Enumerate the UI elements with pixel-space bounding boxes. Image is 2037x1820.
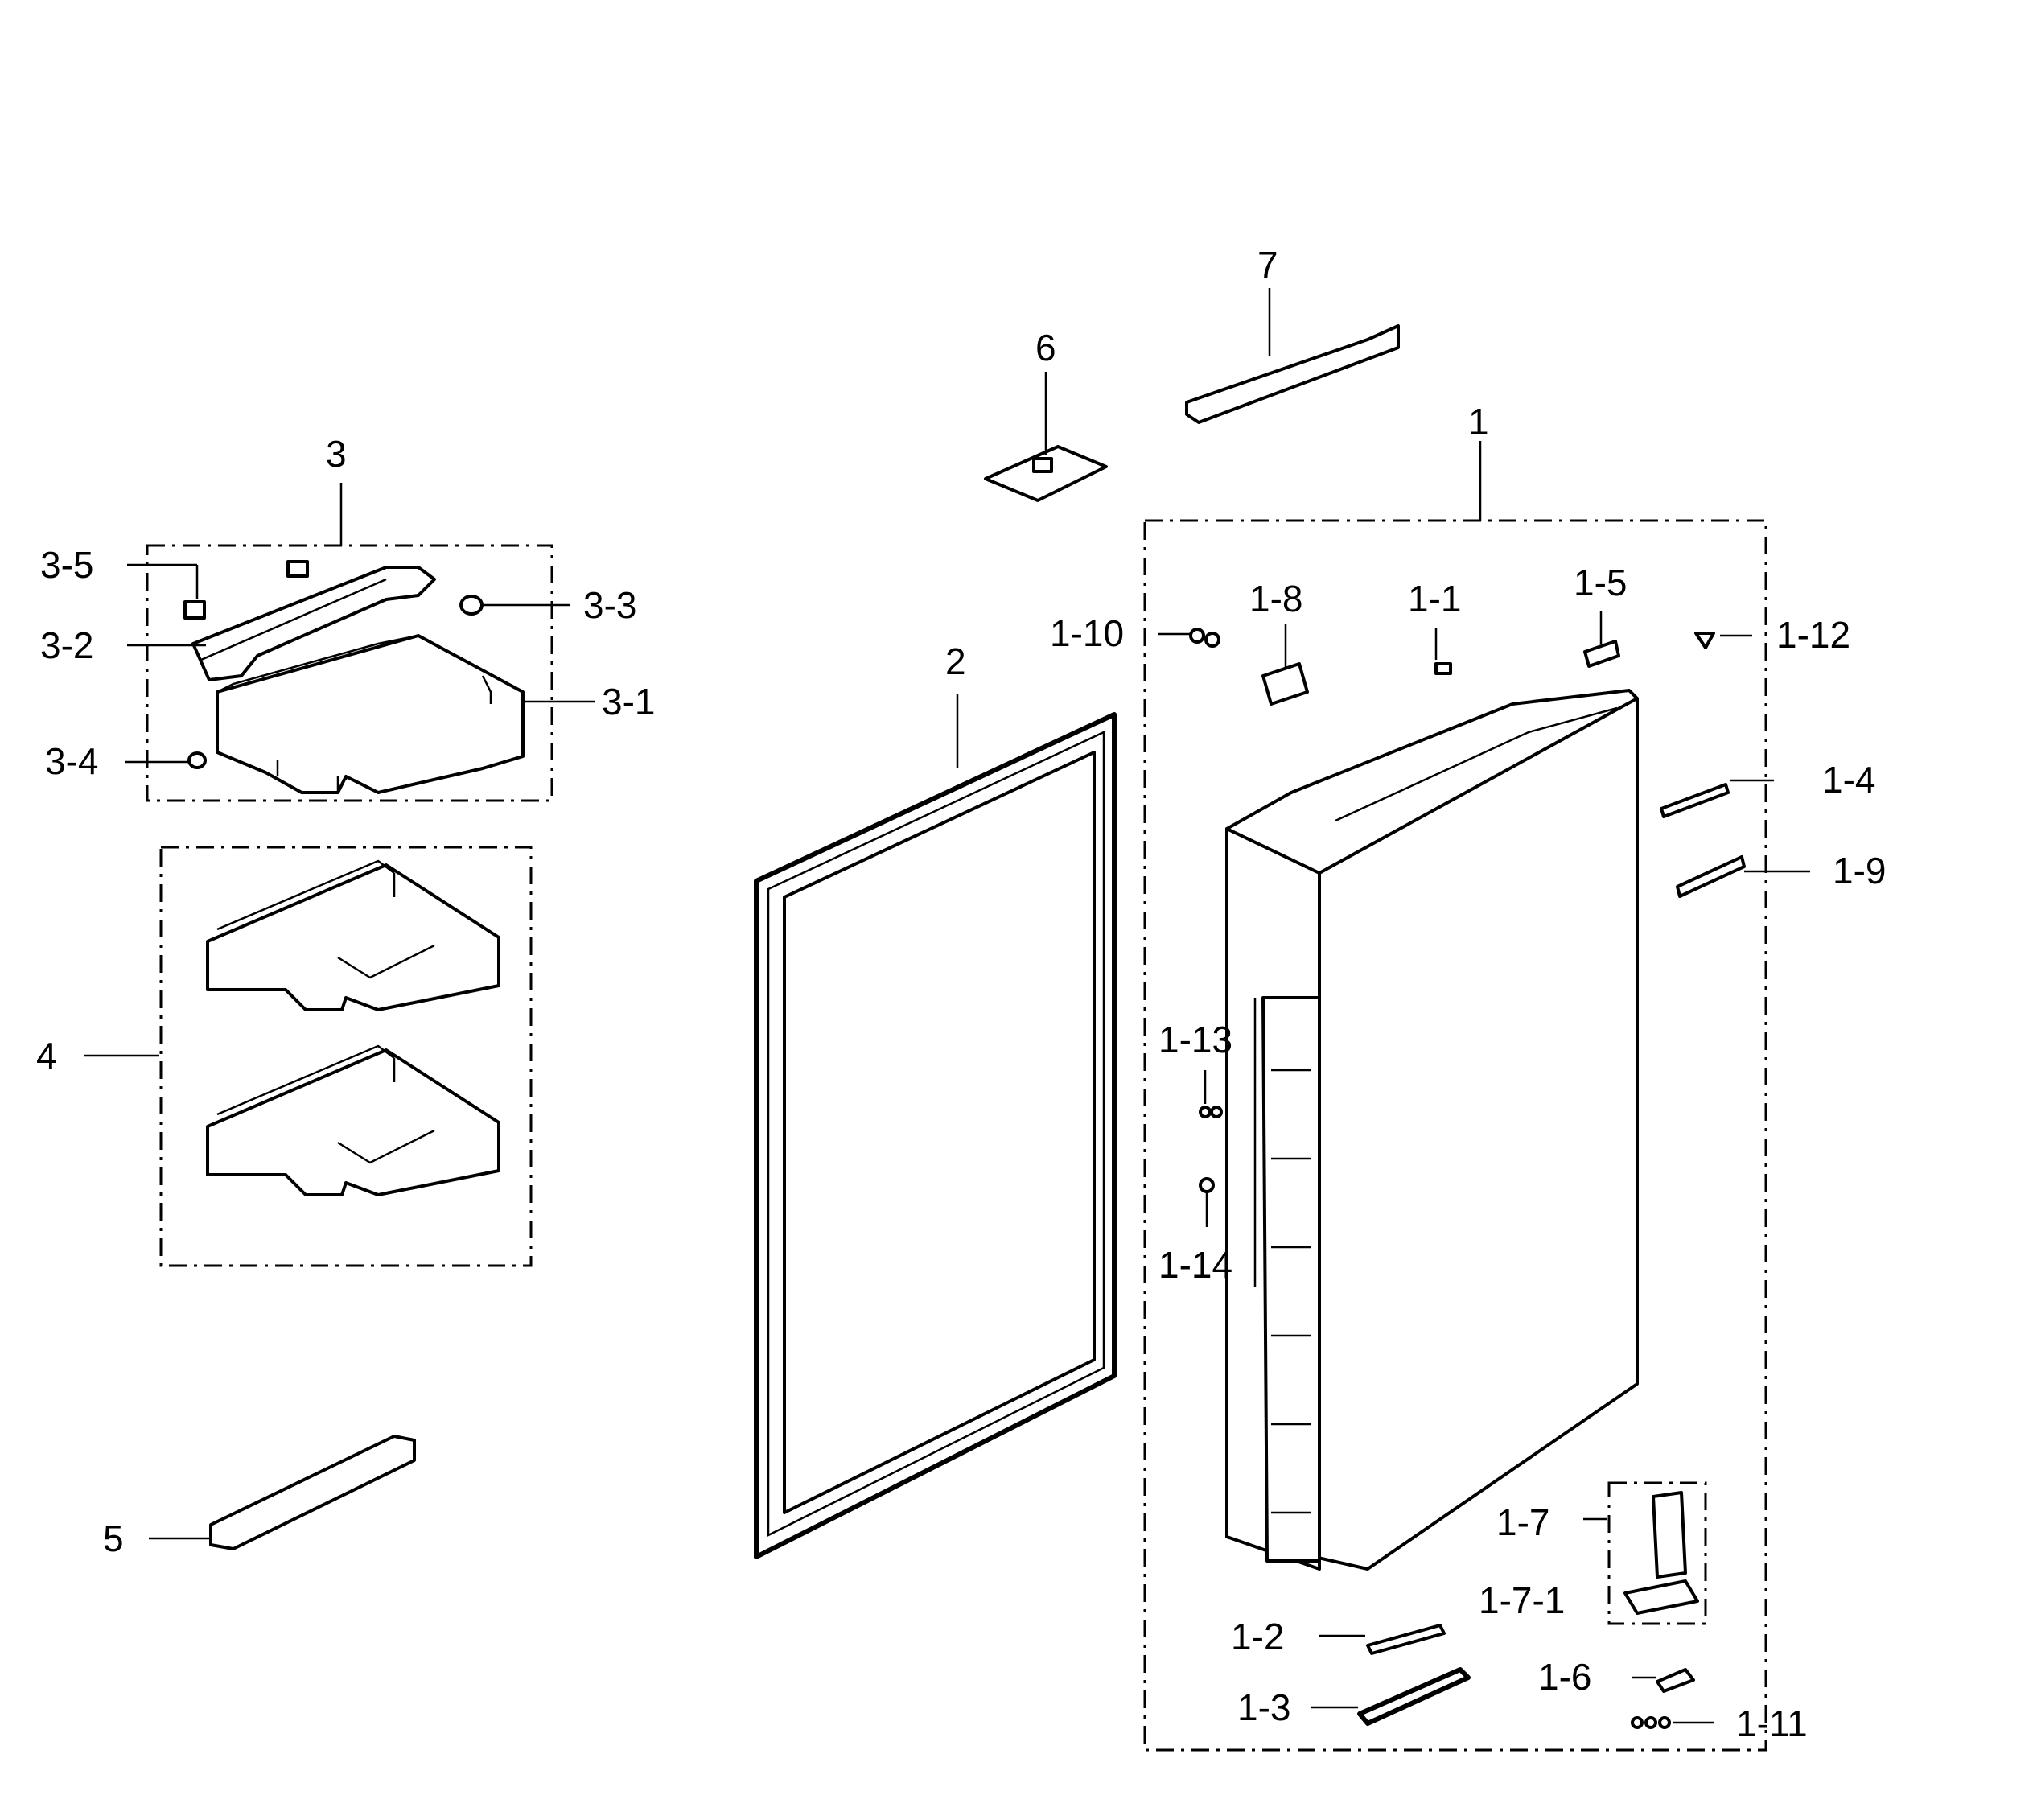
- label-1-11: 1-11: [1736, 1703, 1808, 1744]
- label-5: 5: [103, 1517, 124, 1559]
- part-3-4-knob: [187, 751, 207, 769]
- label-3-4: 3-4: [45, 740, 98, 782]
- part-1-8-block: [1261, 662, 1309, 706]
- part-1-6-block: [1656, 1668, 1695, 1693]
- part-1-14-screw: [1199, 1177, 1215, 1193]
- label-3-3: 3-3: [583, 584, 636, 626]
- part-1-5-block: [1583, 640, 1620, 668]
- part-3-1-bin: [216, 634, 525, 794]
- group-3-box: [146, 544, 553, 802]
- part-1-9-strip: [1676, 855, 1746, 898]
- group-4-box: [159, 846, 533, 1267]
- part-1-2-strip: [1366, 1624, 1446, 1655]
- label-1-3: 1-3: [1237, 1686, 1290, 1728]
- label-1-7-1: 1-7-1: [1479, 1579, 1565, 1621]
- label-4: 4: [36, 1035, 57, 1077]
- label-1-12: 1-12: [1776, 614, 1850, 656]
- label-1-5: 1-5: [1574, 562, 1627, 603]
- part-5-group: 5: [103, 1435, 416, 1559]
- label-1-13: 1-13: [1158, 1019, 1232, 1060]
- part-1-7-1-plate: [1623, 1579, 1699, 1615]
- part-1-12-screw: [1694, 632, 1715, 649]
- part-1-7-hinge: [1652, 1491, 1687, 1579]
- label-1-9: 1-9: [1833, 850, 1886, 891]
- label-1-6: 1-6: [1538, 1656, 1591, 1698]
- part-3-5-clip: [183, 600, 206, 620]
- label-1-7: 1-7: [1496, 1501, 1549, 1543]
- part-7-cover: [1185, 324, 1400, 424]
- label-3-1: 3-1: [602, 681, 655, 723]
- part-4-bin-lower: [206, 1044, 500, 1196]
- part-1-13-screw: [1199, 1106, 1212, 1118]
- label-6: 6: [1035, 327, 1056, 369]
- label-1-4: 1-4: [1822, 759, 1875, 801]
- part-3-5-clip-2: [286, 560, 309, 578]
- part-6-bracket: [984, 445, 1108, 502]
- label-1-2: 1-2: [1231, 1616, 1284, 1657]
- label-2: 2: [945, 640, 966, 682]
- label-1-8: 1-8: [1249, 578, 1302, 620]
- part-5-rail: [209, 1435, 416, 1550]
- group-3-assembly: 3 3-5 3-2 3-4 3-3 3-1: [40, 433, 655, 802]
- label-3-2: 3-2: [40, 624, 93, 666]
- label-1-1: 1-1: [1408, 578, 1461, 620]
- label-1-14: 1-14: [1158, 1244, 1232, 1286]
- part-2-group: 2: [754, 640, 1117, 1559]
- part-7-group: 7: [1185, 244, 1400, 424]
- group-1-7-box: [1607, 1481, 1707, 1625]
- part-1-10-screw: [1189, 628, 1205, 644]
- part-3-3-knob: [459, 595, 484, 616]
- part-4-bin-upper: [206, 859, 500, 1011]
- label-1-10: 1-10: [1050, 612, 1124, 654]
- group-4-assembly: 4: [36, 846, 533, 1267]
- part-1-11-screw: [1631, 1716, 1644, 1729]
- part-1-1-pin: [1434, 662, 1452, 675]
- part-6-group: 6: [984, 327, 1108, 502]
- part-1-door: [1225, 689, 1639, 1571]
- group-1-box: [1143, 519, 1767, 1752]
- label-3-5: 3-5: [40, 544, 93, 586]
- label-3: 3: [326, 433, 347, 475]
- label-1: 1: [1468, 401, 1489, 443]
- part-1-4-strip: [1660, 783, 1730, 818]
- part-3-2-cover: [191, 566, 436, 681]
- label-7: 7: [1257, 244, 1278, 286]
- group-1-assembly: 1: [1050, 401, 1886, 1752]
- part-1-3-strip: [1357, 1667, 1471, 1726]
